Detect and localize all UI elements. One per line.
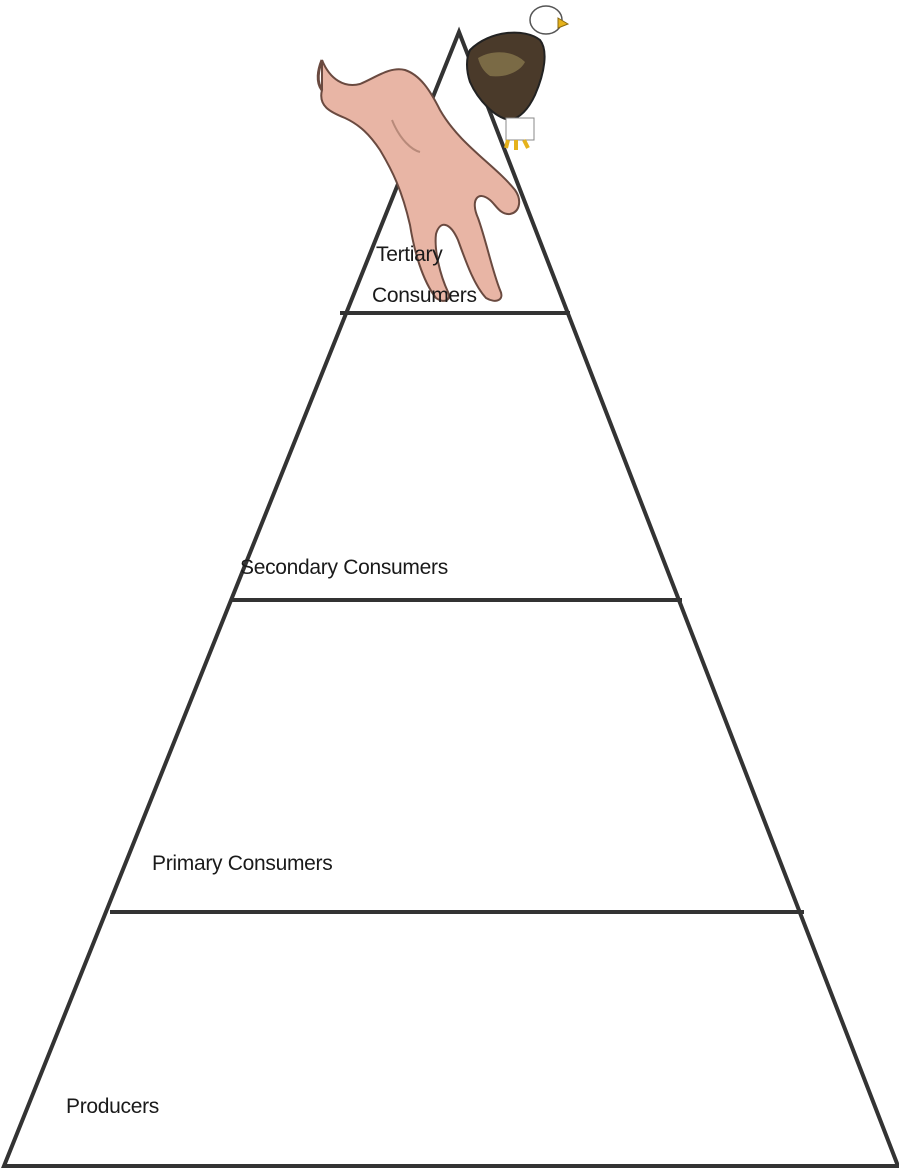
tertiary-label-line2: Consumers (372, 284, 477, 308)
primary-label: Primary Consumers (152, 852, 332, 876)
producers-label: Producers (66, 1095, 159, 1119)
tertiary-label-line1: Tertiary (376, 243, 442, 267)
secondary-label: Secondary Consumers (240, 556, 448, 580)
